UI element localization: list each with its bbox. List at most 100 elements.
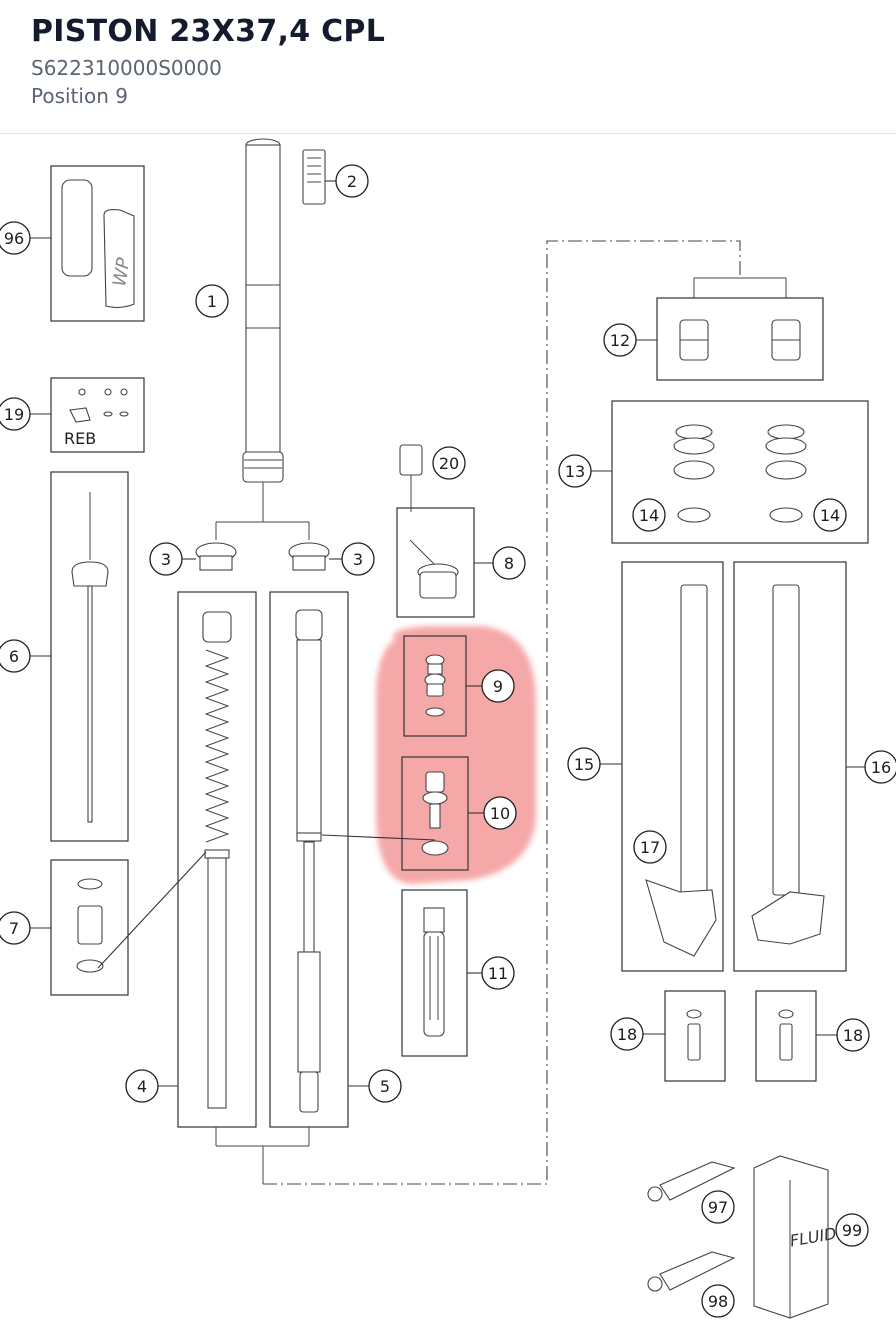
part-14-o-rings[interactable]: [677, 507, 803, 523]
callout-number: 2: [347, 172, 357, 191]
callout-6[interactable]: 6: [0, 639, 51, 673]
callout-number: 12: [610, 331, 630, 350]
part-2-sticker[interactable]: [302, 149, 326, 205]
callout-99[interactable]: 99: [835, 1213, 869, 1247]
callout-2[interactable]: 2: [325, 164, 369, 198]
part-11-spacer[interactable]: [401, 889, 468, 1057]
callout-circle: [149, 542, 183, 576]
callout-number: 96: [4, 229, 24, 248]
callout-circle: [836, 1018, 870, 1052]
callout-15[interactable]: 15: [567, 747, 622, 781]
part-4-spring-cartridge[interactable]: [177, 591, 257, 1128]
part-99-fluid-can[interactable]: FLUID: [753, 1155, 838, 1319]
part-position: Position 9: [31, 84, 128, 108]
part-header: PISTON 23X37,4 CPL S622310000S0000 Posit…: [0, 0, 896, 134]
callout-circle: [835, 1213, 869, 1247]
callout-5[interactable]: 5: [348, 1069, 402, 1103]
callout-3[interactable]: 3: [149, 542, 196, 576]
callout-number: 3: [161, 550, 171, 569]
callout-11[interactable]: 11: [467, 956, 515, 990]
callout-circle: [492, 546, 526, 580]
callout-97[interactable]: 97: [701, 1190, 735, 1224]
callout-16[interactable]: 16: [846, 750, 896, 784]
part-18-axle-clamps[interactable]: [664, 990, 817, 1082]
callout-number: 98: [708, 1292, 728, 1311]
callout-8[interactable]: 8: [474, 546, 526, 580]
callout-19[interactable]: 19: [0, 397, 51, 431]
callout-number: 97: [708, 1198, 728, 1217]
callout-number: 14: [639, 506, 659, 525]
callout-number: 18: [617, 1025, 637, 1044]
callout-number: 99: [842, 1221, 862, 1240]
callout-number: 4: [137, 1077, 147, 1096]
callout-circle: [125, 1069, 159, 1103]
part-16-right-inner-tube[interactable]: [733, 561, 847, 972]
callout-18[interactable]: 18: [610, 1017, 665, 1051]
part-8-compression-valve[interactable]: [396, 507, 475, 618]
callout-14[interactable]: 14: [813, 498, 847, 532]
callout-number: 5: [380, 1077, 390, 1096]
callout-circle: [610, 1017, 644, 1051]
callout-number: 9: [493, 677, 503, 696]
part-19-reb-kit[interactable]: REB: [50, 377, 145, 453]
callout-number: 18: [843, 1026, 863, 1045]
callout-circle: [633, 830, 667, 864]
callout-96[interactable]: 96: [0, 221, 51, 255]
callout-7[interactable]: 7: [0, 911, 51, 945]
callout-circle: [481, 669, 515, 703]
part-3-caps[interactable]: [195, 482, 330, 571]
callout-98[interactable]: 98: [701, 1284, 735, 1318]
callout-20[interactable]: 20: [432, 446, 466, 480]
callout-circle: [632, 498, 666, 532]
callout-12[interactable]: 12: [603, 323, 657, 357]
part-10-piston-assembly[interactable]: [401, 756, 469, 871]
reb-label: REB: [64, 429, 96, 448]
part-number: S622310000S0000: [31, 56, 222, 80]
callout-3[interactable]: 3: [329, 542, 375, 576]
callout-4[interactable]: 4: [125, 1069, 178, 1103]
callout-circle: [335, 164, 369, 198]
part-title: PISTON 23X37,4 CPL: [31, 14, 386, 49]
callout-9[interactable]: 9: [466, 669, 515, 703]
callout-number: 15: [574, 755, 594, 774]
callout-circle: [701, 1284, 735, 1318]
callout-number: 6: [9, 647, 19, 666]
part-96-sleeves[interactable]: WP: [50, 165, 145, 322]
callout-circle: [368, 1069, 402, 1103]
callout-circle: [813, 498, 847, 532]
callout-13[interactable]: 13: [558, 454, 612, 488]
part-7-spring-parts[interactable]: [50, 859, 129, 996]
callout-14[interactable]: 14: [632, 498, 666, 532]
callout-10[interactable]: 10: [468, 796, 517, 830]
callout-number: 13: [565, 462, 585, 481]
callout-number: 14: [820, 506, 840, 525]
callout-circle: [0, 397, 31, 431]
part-20-nut[interactable]: [399, 444, 423, 512]
callout-circle: [432, 446, 466, 480]
part-1-outer-tube[interactable]: [242, 138, 284, 483]
callout-number: 19: [4, 405, 24, 424]
callout-number: 3: [353, 550, 363, 569]
callout-1[interactable]: 1: [195, 284, 229, 318]
callout-circle: [483, 796, 517, 830]
callout-circle: [567, 747, 601, 781]
part-98-grease-tube[interactable]: [647, 1251, 736, 1292]
callout-18[interactable]: 18: [816, 1018, 870, 1052]
part-5-damping-cartridge[interactable]: [269, 591, 349, 1128]
bracket-4-5: [215, 1127, 310, 1184]
part-6-rebound-rod[interactable]: [50, 471, 129, 842]
part-13-seal-kit[interactable]: [611, 400, 869, 544]
callout-number: 10: [490, 804, 510, 823]
part-12-bushings[interactable]: [656, 297, 824, 381]
callout-number: 7: [9, 919, 19, 938]
callout-number: 8: [504, 554, 514, 573]
callout-number: 17: [640, 838, 660, 857]
part-15-left-inner-tube[interactable]: [621, 561, 724, 972]
callout-circle: [0, 639, 31, 673]
callout-circle: [864, 750, 896, 784]
callout-circle: [195, 284, 229, 318]
callout-circle: [481, 956, 515, 990]
part-97-grease-tube[interactable]: [647, 1161, 736, 1202]
callout-17[interactable]: 17: [633, 830, 667, 864]
